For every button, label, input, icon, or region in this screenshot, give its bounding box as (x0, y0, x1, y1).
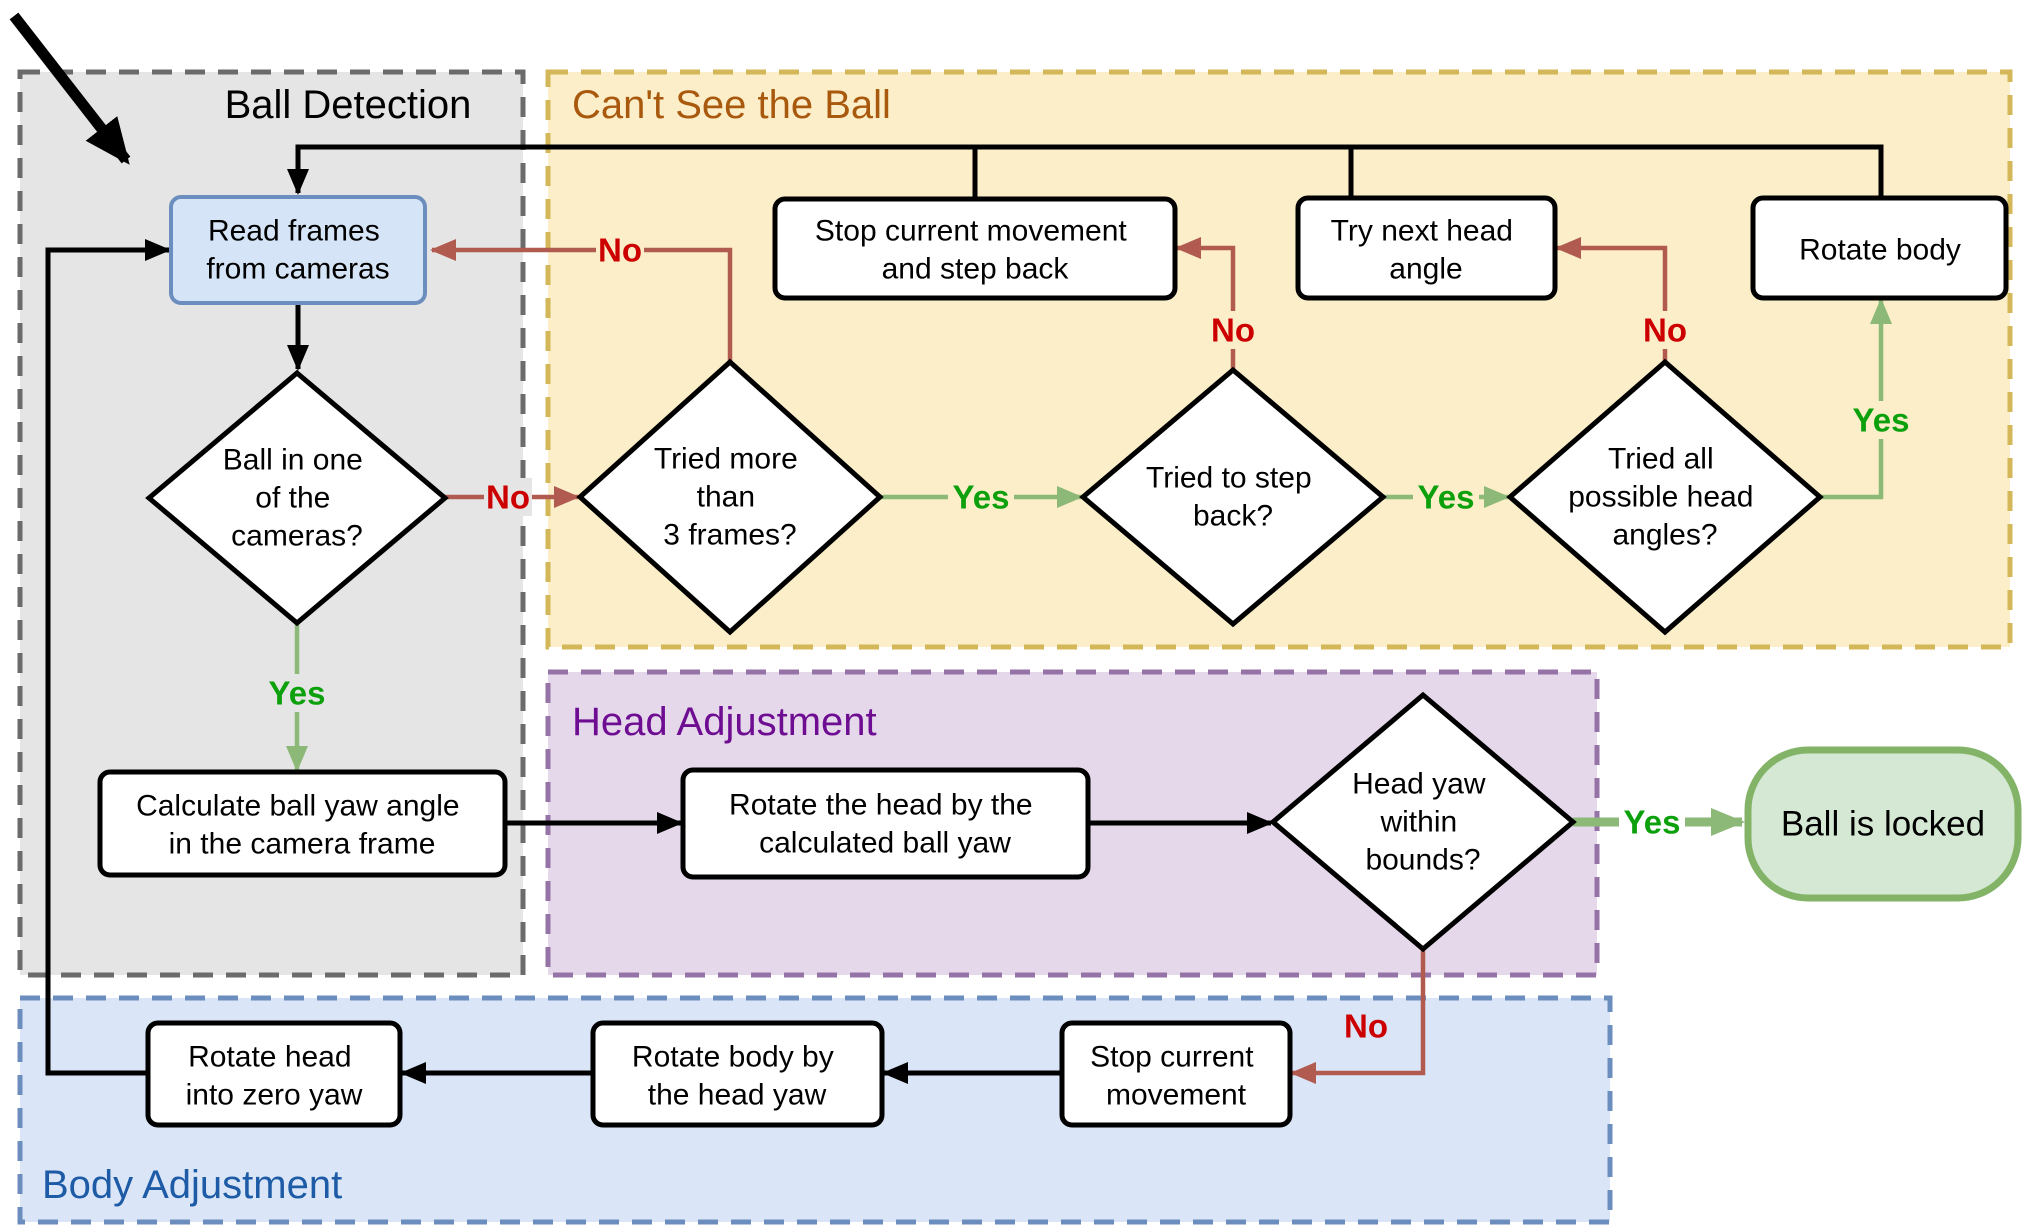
node-stop-and-step-back-line1: Stop current movement (815, 215, 1127, 248)
svg-text:No: No (486, 479, 530, 516)
node-rotate-body-by-head: Rotate body by the head yaw (590, 1020, 885, 1128)
node-tried-3-frames-line1: Tried more (654, 443, 798, 476)
node-tried-step-back-decision: Tried to step back? (1079, 366, 1387, 628)
edge-label-yes-triedstep: Yes (1413, 478, 1479, 516)
node-rotate-head-by-yaw-line1: Rotate the head by the (729, 789, 1033, 822)
node-read-frames-line1: Read frames (208, 215, 380, 248)
svg-text:No: No (598, 232, 642, 269)
svg-text:Yes: Yes (1853, 402, 1910, 439)
edge-label-yes-ballinone: Yes (264, 674, 330, 712)
node-tried-3-frames-line2: than (697, 481, 755, 514)
node-rotate-body-by-head-line1: Rotate body by (632, 1041, 834, 1074)
node-rotate-head-by-yaw-line2: calculated ball yaw (759, 827, 1011, 860)
node-rotate-head-zero: Rotate head into zero yaw (145, 1020, 403, 1128)
edge-label-no-tried3: No (596, 231, 644, 269)
svg-text:Rotate head into zero ya: Rotate head into zero yaw (186, 1031, 363, 1112)
node-head-yaw-bounds-line1: Head yaw (1352, 768, 1486, 801)
svg-text:No: No (1211, 312, 1255, 349)
svg-text:Ball is locked: Ball is locked (1781, 805, 1985, 844)
svg-text:Try next head angle: Try next head angle (1331, 205, 1522, 286)
node-rotate-head-by-yaw: Rotate the head by the calculated ball y… (680, 767, 1091, 880)
node-stop-current-line2: movement (1106, 1079, 1247, 1112)
node-try-next-head-line2: angle (1389, 253, 1462, 286)
svg-text:No: No (1643, 312, 1687, 349)
region-title-body-adjustment: Body Adjustment (42, 1163, 342, 1207)
node-calc-ball-yaw: Calculate ball yaw angle in the camera f… (97, 769, 508, 878)
node-tried-all-angles-line1: Tried all (1608, 443, 1714, 476)
svg-text:Yes: Yes (1624, 804, 1681, 841)
node-calc-ball-yaw-line1: Calculate ball yaw angle (136, 790, 460, 823)
edge-label-no-triedstep: No (1209, 311, 1257, 349)
region-title-cant-see-ball: Can't See the Ball (572, 83, 891, 127)
node-try-next-head-angle: Try next head angle (1295, 195, 1558, 301)
node-ball-in-one-line1: Ball in one (223, 444, 363, 477)
node-tried-all-angles-decision: Tried all possible head angles? (1506, 358, 1824, 636)
region-title-head-adjustment: Head Adjustment (572, 700, 877, 744)
region-title-ball-detection: Ball Detection (225, 83, 472, 127)
svg-text:No: No (1344, 1008, 1388, 1045)
svg-text:Yes: Yes (269, 675, 326, 712)
node-try-next-head-line1: Try next head (1331, 215, 1513, 248)
node-rotate-body-by-head-line2: the head yaw (648, 1079, 827, 1112)
svg-text:Ball in one of the: Ball in one of the cameras? (223, 434, 371, 553)
edge-label-yes-tried3: Yes (948, 478, 1014, 516)
node-stop-current: Stop current movement (1059, 1020, 1293, 1128)
node-head-yaw-bounds-line2: within (1379, 806, 1457, 839)
svg-text:Yes: Yes (953, 479, 1010, 516)
node-stop-current-line1: Stop current (1090, 1041, 1254, 1074)
node-tried-3-frames-decision: Tried more than 3 frames? (576, 358, 884, 636)
node-stop-and-step-back: Stop current movement and step back (772, 196, 1178, 301)
node-tried-3-frames-line3: 3 frames? (663, 519, 796, 552)
node-read-frames-line2: from cameras (206, 253, 389, 286)
svg-text:Yes: Yes (1418, 479, 1475, 516)
svg-text:Tried to step back?: Tried to step back? (1146, 452, 1320, 533)
node-ball-locked-terminal: Ball is locked (1744, 746, 2022, 902)
node-ball-in-one-line2: of the (255, 482, 330, 515)
node-read-frames: Read frames from cameras (169, 195, 427, 305)
svg-text:Stop current movement: Stop current movement (1090, 1031, 1262, 1112)
edge-label-no-ballinone: No (484, 478, 532, 516)
node-rotate-head-zero-line1: Rotate head (188, 1041, 351, 1074)
node-ball-locked-line1: Ball is locked (1781, 805, 1985, 844)
svg-text:Tried more than 3: Tried more than 3 frames? (654, 433, 806, 552)
edge-topline-return-to-readframes (287, 144, 1884, 198)
node-stop-and-step-back-line2: and step back (882, 253, 1070, 286)
svg-text:Rotate the head by the c: Rotate the head by the calculated ball y… (729, 779, 1041, 860)
edge-yes-triedall-to-rotatebody (1820, 298, 1892, 500)
node-head-yaw-bounds-line3: bounds? (1365, 844, 1480, 877)
node-ball-in-one-decision: Ball in one of the cameras? (145, 369, 449, 627)
node-rotate-body: Rotate body (1750, 195, 2009, 301)
svg-text:Read frames from cameras: Read frames from cameras (206, 205, 389, 286)
svg-text:Rotate body by the head: Rotate body by the head yaw (632, 1031, 842, 1112)
svg-text:Head yaw within bo: Head yaw within bounds? (1352, 758, 1494, 877)
node-tried-all-angles-line3: angles? (1612, 519, 1717, 552)
node-rotate-body-line1: Rotate body (1799, 234, 1961, 267)
edge-label-no-headyaw: No (1344, 1008, 1388, 1045)
edge-no-tried3-to-readframes (430, 239, 733, 362)
svg-text:Tried all possible head: Tried all possible head angles? (1568, 433, 1762, 552)
node-tried-all-angles-line2: possible head (1568, 481, 1753, 514)
node-tried-step-back-line2: back? (1193, 500, 1273, 533)
edge-no-headyaw-to-stopcurrent (1290, 949, 1426, 1084)
svg-text:Rotate body: Rotate body (1799, 234, 1961, 267)
edge-label-yes-triedall: Yes (1848, 401, 1914, 439)
edge-loop-back-to-readframes (45, 239, 171, 1076)
node-ball-in-one-line3: cameras? (231, 520, 363, 553)
node-head-yaw-bounds-decision: Head yaw within bounds? (1269, 691, 1577, 953)
svg-text:Calculate ball yaw angle: Calculate ball yaw angle in the camera f… (136, 780, 468, 861)
node-tried-step-back-line1: Tried to step (1146, 462, 1312, 495)
node-rotate-head-zero-line2: into zero yaw (186, 1079, 363, 1112)
edge-label-no-triedall: No (1641, 311, 1689, 349)
edge-label-yes-headyaw: Yes (1619, 803, 1685, 841)
edge-start-entry-arrow (9, 12, 131, 165)
svg-text:Stop current movement an: Stop current movement and step back (815, 205, 1135, 286)
node-calc-ball-yaw-line2: in the camera frame (169, 828, 436, 861)
